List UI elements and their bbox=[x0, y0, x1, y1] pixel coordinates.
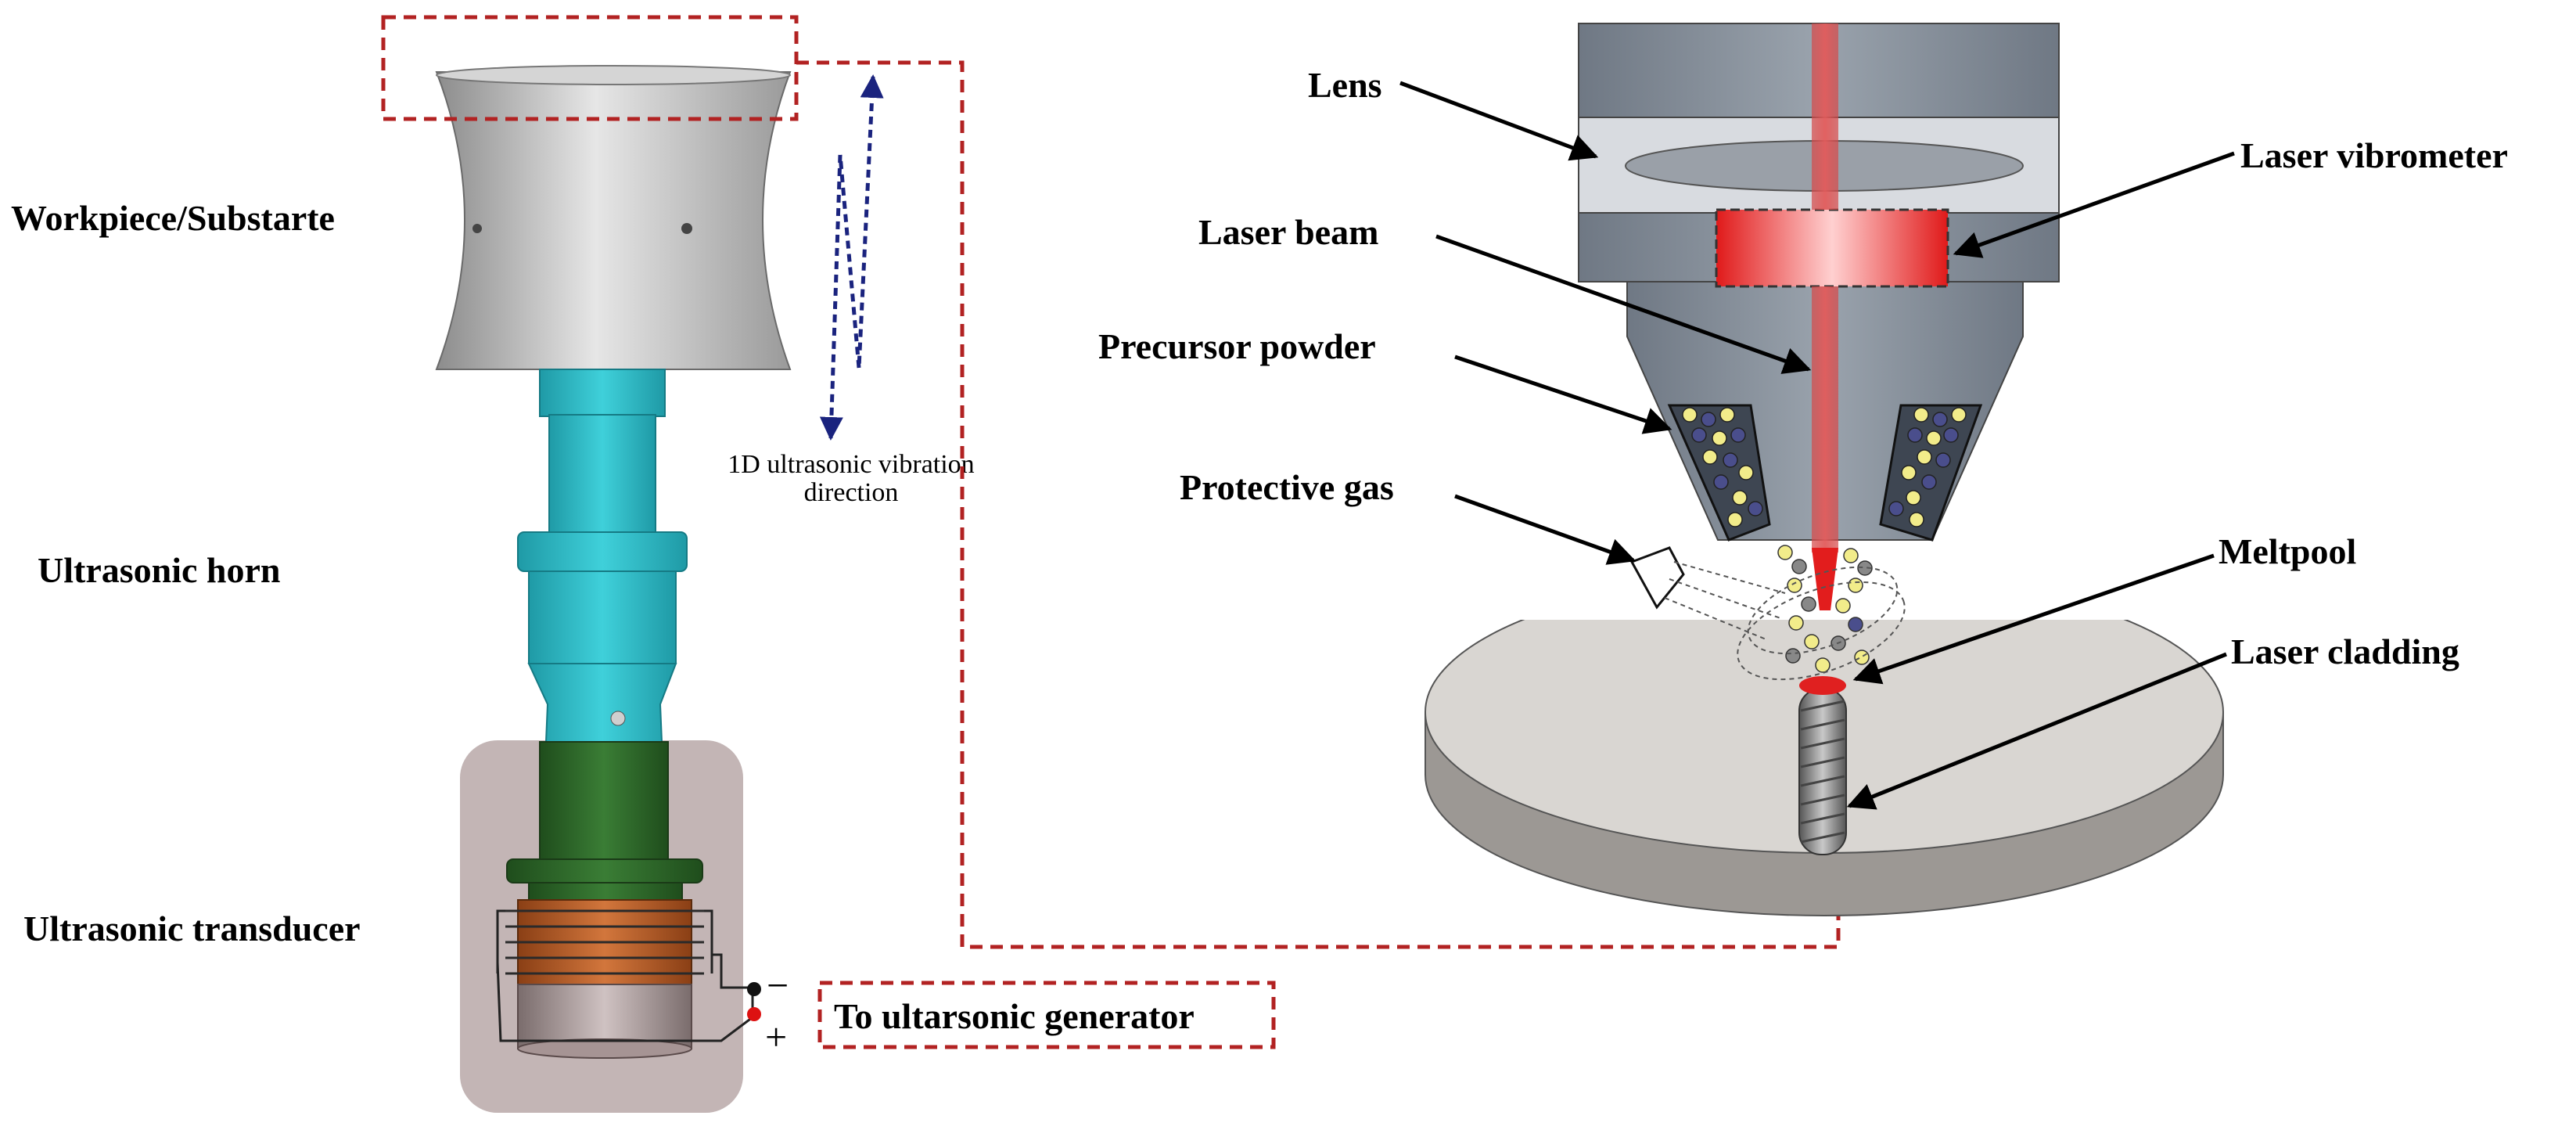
gas-flow bbox=[1664, 561, 1906, 681]
horn-taper bbox=[527, 663, 677, 743]
horn-upper bbox=[548, 414, 656, 533]
horn-lower bbox=[528, 570, 677, 664]
vibration-label-line2: direction bbox=[804, 478, 899, 507]
workpiece-top-face bbox=[436, 65, 791, 85]
arrow-gas bbox=[1454, 494, 1636, 565]
label-beam: Laser beam bbox=[1198, 212, 1378, 252]
transducer-base bbox=[517, 984, 692, 1049]
horn-flange bbox=[517, 531, 688, 572]
label-lens: Lens bbox=[1308, 65, 1382, 105]
plus-sign: + bbox=[765, 1015, 787, 1059]
powder-channel-left bbox=[1667, 404, 1771, 542]
generator-label-box bbox=[817, 981, 1276, 1049]
label-meltpool: Meltpool bbox=[2219, 531, 2356, 571]
label-powder: Precursor powder bbox=[1098, 326, 1376, 366]
generator-link bbox=[796, 60, 1841, 949]
label-vibrometer: Laser vibrometer bbox=[2240, 135, 2508, 175]
label-transducer: Ultrasonic transducer bbox=[23, 909, 361, 948]
transducer-flange bbox=[506, 858, 703, 883]
minus-sign: − bbox=[767, 963, 789, 1007]
laser-beam-tip bbox=[1812, 548, 1838, 610]
label-generator: To ultarsonic generator bbox=[834, 996, 1195, 1036]
horn-screw bbox=[610, 711, 626, 726]
label-horn: Ultrasonic horn bbox=[38, 550, 281, 590]
arrow-lens bbox=[1399, 81, 1599, 161]
terminal-negative bbox=[747, 982, 761, 996]
connection-lines bbox=[381, 15, 1841, 1049]
powder-stream bbox=[1777, 545, 1873, 673]
ultrasonic-system: − + 1D ultrasonic vibration direction bbox=[435, 65, 975, 1113]
leader-arrows bbox=[1399, 81, 2235, 810]
powder-particles-right bbox=[1888, 407, 1967, 527]
vibration-arrow bbox=[819, 74, 884, 441]
cladding-track bbox=[1798, 688, 1847, 855]
cladding-ridges bbox=[1800, 700, 1845, 844]
laser-cladding-system bbox=[1425, 23, 2224, 916]
laser-vibrometer bbox=[1715, 208, 1949, 288]
label-cladding: Laser cladding bbox=[2231, 632, 2459, 671]
vibration-label-line1: 1D ultrasonic vibration bbox=[728, 450, 974, 479]
label-workpiece: Workpiece/Substarte bbox=[11, 198, 335, 238]
horn-top-collar bbox=[539, 369, 666, 417]
transducer-green bbox=[539, 741, 669, 860]
arrow-vibrometer bbox=[1953, 151, 2235, 258]
arrow-powder bbox=[1454, 354, 1672, 434]
coil-lines bbox=[505, 909, 704, 975]
powder-particles-left bbox=[1682, 407, 1763, 527]
gas-nozzle bbox=[1629, 546, 1685, 610]
workpiece-hole-right bbox=[681, 223, 692, 234]
laser-beam-upper bbox=[1812, 23, 1838, 210]
arrow-cladding bbox=[1846, 652, 2227, 810]
laser-beam-lower bbox=[1812, 286, 1838, 552]
transducer-base-bottom bbox=[517, 1038, 692, 1059]
label-gas: Protective gas bbox=[1180, 467, 1394, 507]
meltpool-spot bbox=[1799, 676, 1846, 695]
coil-wires bbox=[496, 909, 713, 973]
terminal-positive bbox=[747, 1007, 761, 1021]
transducer-neck bbox=[528, 882, 683, 901]
arrow-meltpool bbox=[1852, 553, 2215, 685]
workpiece-hole-left bbox=[472, 224, 482, 233]
arrow-beam bbox=[1435, 234, 1812, 374]
workpiece-shape bbox=[435, 71, 792, 370]
workpiece-highlight-box bbox=[381, 15, 799, 121]
